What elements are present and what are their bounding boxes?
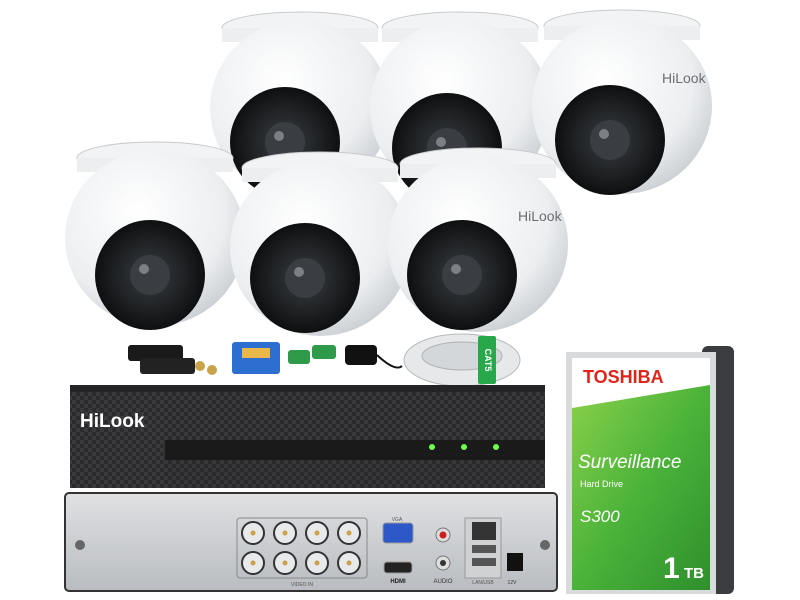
cable-reel: CAT5 (403, 333, 521, 387)
power-label: 12V (508, 580, 518, 586)
status-led (493, 444, 499, 450)
hard-drive: TOSHIBA Surveillance Hard Drive S300 1 T… (566, 346, 734, 594)
accessories: CAT5 (128, 333, 521, 387)
hdd-brand: TOSHIBA (583, 367, 664, 387)
audio-label: AUDIO (433, 579, 452, 585)
hdd-type: Hard Drive (580, 479, 623, 489)
bnc-video-input (273, 521, 297, 545)
dvr-logo: HiLook (80, 411, 145, 432)
cable-label: CAT5 (483, 349, 493, 372)
dome-camera (388, 147, 568, 332)
dome-camera (65, 141, 245, 330)
power-port (507, 553, 523, 571)
bnc-video-input (241, 551, 265, 575)
camera-logo: HiLook (662, 70, 707, 86)
vga-label: VGA (392, 517, 403, 523)
dvr-back-panel: VIDEO IN VGA HDMI AUDIO LAN/USB 12V (64, 492, 558, 592)
dome-camera (532, 9, 712, 195)
bnc-video-input (241, 521, 265, 545)
hdd-line: Surveillance (578, 452, 682, 473)
usb-port (472, 558, 496, 566)
power-adapter (345, 345, 403, 369)
audio-out-port (439, 531, 447, 539)
bnc-video-input (337, 551, 361, 575)
dome-camera (230, 151, 410, 336)
dvr-recorder: HiLook (70, 385, 545, 488)
video-balun (128, 345, 217, 375)
hdd-capacity-unit: TB (684, 565, 704, 582)
status-led (429, 444, 435, 450)
bnc-video-input (273, 551, 297, 575)
hdmi-label: HDMI (390, 579, 406, 585)
camera-logo: HiLook (518, 208, 563, 224)
hdd-capacity-number: 1 (663, 552, 680, 585)
lan-port (472, 522, 496, 540)
status-led (461, 444, 467, 450)
hdmi-port (383, 561, 413, 574)
dc-plug (288, 345, 336, 364)
video-in-label: VIDEO IN (291, 582, 313, 588)
bnc-video-input (305, 551, 329, 575)
lan-usb-label: LAN/USB (472, 580, 494, 586)
bnc-video-input (305, 521, 329, 545)
connector-block (232, 342, 280, 374)
audio-in-port (440, 560, 446, 566)
vga-port (382, 522, 414, 544)
usb-port (472, 545, 496, 553)
hdd-model: S300 (580, 507, 620, 526)
bnc-video-input (337, 521, 361, 545)
